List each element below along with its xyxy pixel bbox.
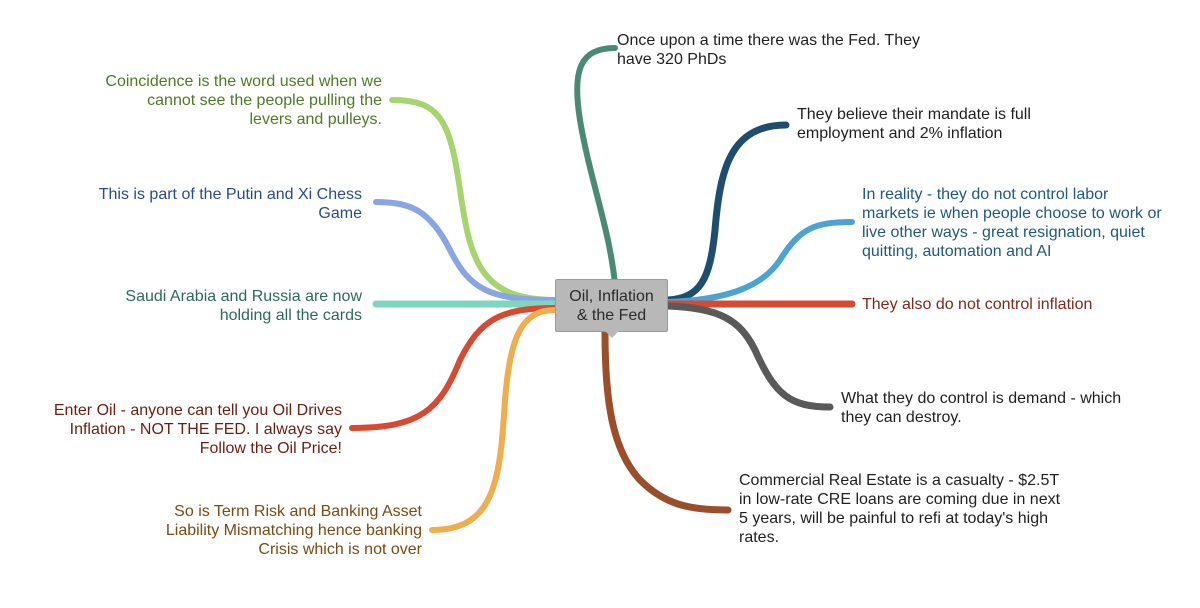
branch-line-cre	[601, 328, 732, 514]
topic-oil[interactable]: Enter Oil - anyone can tell you Oil Driv…	[10, 401, 342, 458]
topic-text-line: What they do control is demand - which	[841, 390, 1122, 407]
branch-line-labor	[665, 219, 855, 305]
topic-text-line: employment and 2% inflation	[797, 125, 1003, 142]
topic-inflation[interactable]: They also do not control inflation	[862, 295, 1182, 314]
topic-text-line: Liability Mismatching hence banking	[165, 522, 422, 539]
topic-text-line: holding all the cards	[219, 307, 362, 324]
branch-line-coincidence	[389, 97, 558, 303]
topic-text-line: Coincidence is the word used when we	[105, 73, 382, 90]
topic-text-line: Crisis which is not over	[258, 541, 422, 558]
topic-text-line: in low-rate CRE loans are coming due in …	[739, 491, 1061, 508]
topic-text-line: They believe their mandate is full	[797, 106, 1031, 123]
central-topic-node[interactable]: Oil, Inflation & the Fed	[555, 279, 668, 338]
branch-line-chess	[373, 199, 558, 303]
topic-coincidence[interactable]: Coincidence is the word used when we can…	[40, 72, 382, 129]
topic-text-line: This is part of the Putin and Xi Chess	[98, 186, 362, 203]
topic-text-line: they can destroy.	[841, 409, 962, 426]
topic-mandate[interactable]: They believe their mandate is full emplo…	[797, 105, 1137, 143]
branch-line-fed-phds	[574, 45, 618, 288]
topic-text-line: markets ie when people choose to work or	[862, 205, 1162, 222]
central-topic-line-2: & the Fed	[576, 306, 647, 324]
topic-text-line: Commercial Real Estate is a casualty - $…	[739, 472, 1060, 489]
topic-text-line: Saudi Arabia and Russia are now	[125, 288, 362, 305]
topic-text-line: They also do not control inflation	[862, 296, 1093, 313]
topic-term-risk[interactable]: So is Term Risk and Banking Asset Liabil…	[80, 502, 422, 559]
topic-text-line: So is Term Risk and Banking Asset	[174, 503, 422, 520]
topic-text-line: 5 years, will be painful to refi at toda…	[739, 510, 1048, 527]
topic-fed-phds[interactable]: Once upon a time there was the Fed. They…	[617, 31, 977, 69]
central-topic-caret-icon	[604, 331, 619, 338]
topic-text-line: Enter Oil - anyone can tell you Oil Driv…	[53, 402, 342, 419]
central-topic-line-1: Oil, Inflation	[569, 287, 654, 305]
topic-text-line: have 320 PhDs	[617, 51, 727, 68]
topic-labor[interactable]: In reality - they do not control labor m…	[862, 185, 1197, 261]
branch-line-oil	[349, 305, 558, 431]
topic-text-line: Once upon a time there was the Fed. They	[617, 32, 920, 49]
branch-line-mandate	[664, 121, 790, 304]
topic-cre[interactable]: Commercial Real Estate is a casualty - $…	[739, 471, 1099, 547]
topic-text-line: Inflation - NOT THE FED. I always say	[69, 421, 342, 438]
topic-chess[interactable]: This is part of the Putin and Xi Chess G…	[30, 185, 362, 223]
branch-line-term-risk	[429, 307, 558, 533]
topic-text-line: levers and pulleys.	[249, 111, 382, 128]
topic-cards[interactable]: Saudi Arabia and Russia are now holding …	[30, 287, 362, 325]
topic-text-line: cannot see the people pulling the	[147, 92, 382, 109]
topic-text-line: Game	[318, 205, 362, 222]
topic-text-line: rates.	[739, 529, 780, 546]
topic-text-line: In reality - they do not control labor	[862, 186, 1109, 203]
topic-text-line: quitting, automation and AI	[862, 243, 1052, 260]
topic-text-line: live other ways - great resignation, qui…	[862, 224, 1145, 241]
topic-demand[interactable]: What they do control is demand - which t…	[841, 389, 1181, 427]
branch-line-demand	[664, 302, 834, 411]
topic-text-line: Follow the Oil Price!	[199, 440, 342, 457]
